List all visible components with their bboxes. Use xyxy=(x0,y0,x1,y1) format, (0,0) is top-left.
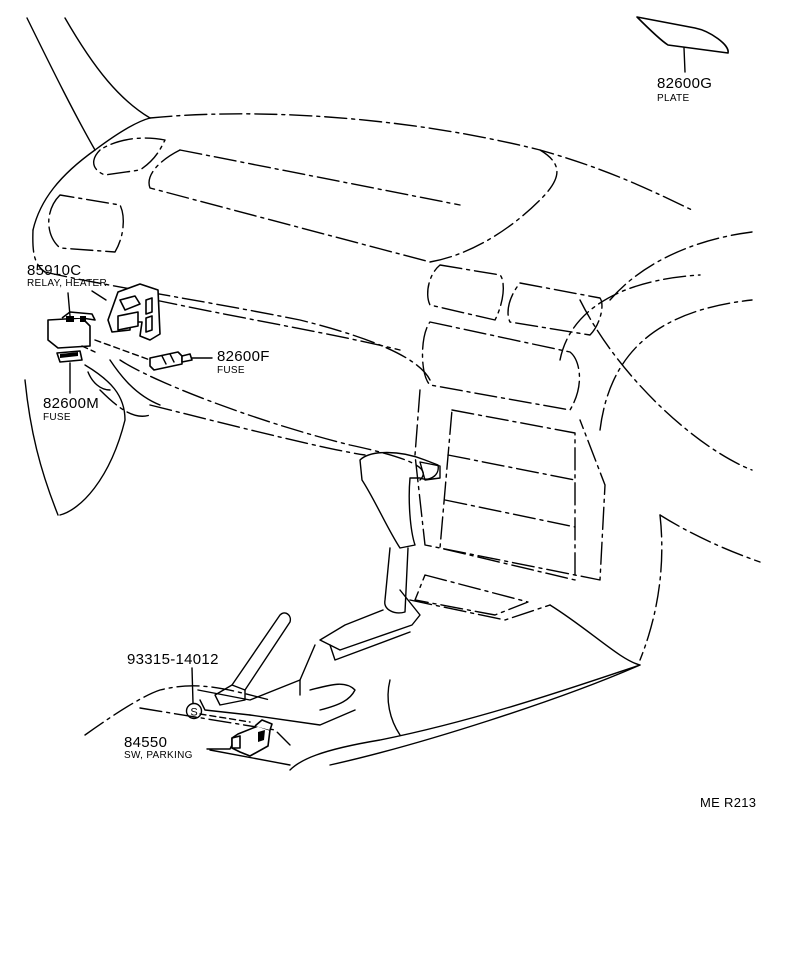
steering-area xyxy=(559,231,761,661)
switch-part-number: 84550 xyxy=(124,734,168,751)
screw-symbol-circle xyxy=(185,702,203,720)
switch-leader xyxy=(206,744,233,750)
windshield-frame xyxy=(26,17,151,231)
center-console xyxy=(119,264,606,621)
relay-description: RELAY, HEATER xyxy=(27,278,108,289)
screw-leader xyxy=(191,667,194,704)
parking-brake-lever xyxy=(197,612,356,726)
switch-description: SW, PARKING xyxy=(124,750,193,761)
plate-description: PLATE xyxy=(657,93,690,104)
lower-panel xyxy=(24,359,641,771)
relay-bracket xyxy=(107,283,161,341)
fuse-right-part xyxy=(149,351,193,371)
plate-leader xyxy=(683,47,686,73)
fuse-left-part xyxy=(56,350,83,363)
screw-part-number: 93315-14012 xyxy=(127,651,219,668)
fuse-left-part-number: 82600M xyxy=(43,395,100,412)
fuse-right-description: FUSE xyxy=(217,365,245,376)
parking-switch-part xyxy=(231,719,273,757)
heater-relay-part xyxy=(47,311,96,349)
plate-part xyxy=(636,16,729,54)
screw-symbol: S xyxy=(190,707,197,719)
relay-part-number: 85910C xyxy=(27,262,82,279)
shift-lever xyxy=(299,451,441,696)
fuse-left-leader-2 xyxy=(87,371,111,391)
fuse-left-leader-dashed xyxy=(81,345,96,353)
dashboard-outline xyxy=(32,113,693,381)
diagram-reference: ME R213 xyxy=(700,795,757,810)
plate-part-number: 82600G xyxy=(657,75,713,92)
relay-leader-2 xyxy=(91,290,107,301)
fuse-right-part-number: 82600F xyxy=(217,348,270,365)
fuse-right-leader-dashed xyxy=(94,339,151,361)
screw-dashed xyxy=(199,713,251,723)
relay-leader xyxy=(67,292,71,317)
fuse-left-description: FUSE xyxy=(43,412,71,423)
